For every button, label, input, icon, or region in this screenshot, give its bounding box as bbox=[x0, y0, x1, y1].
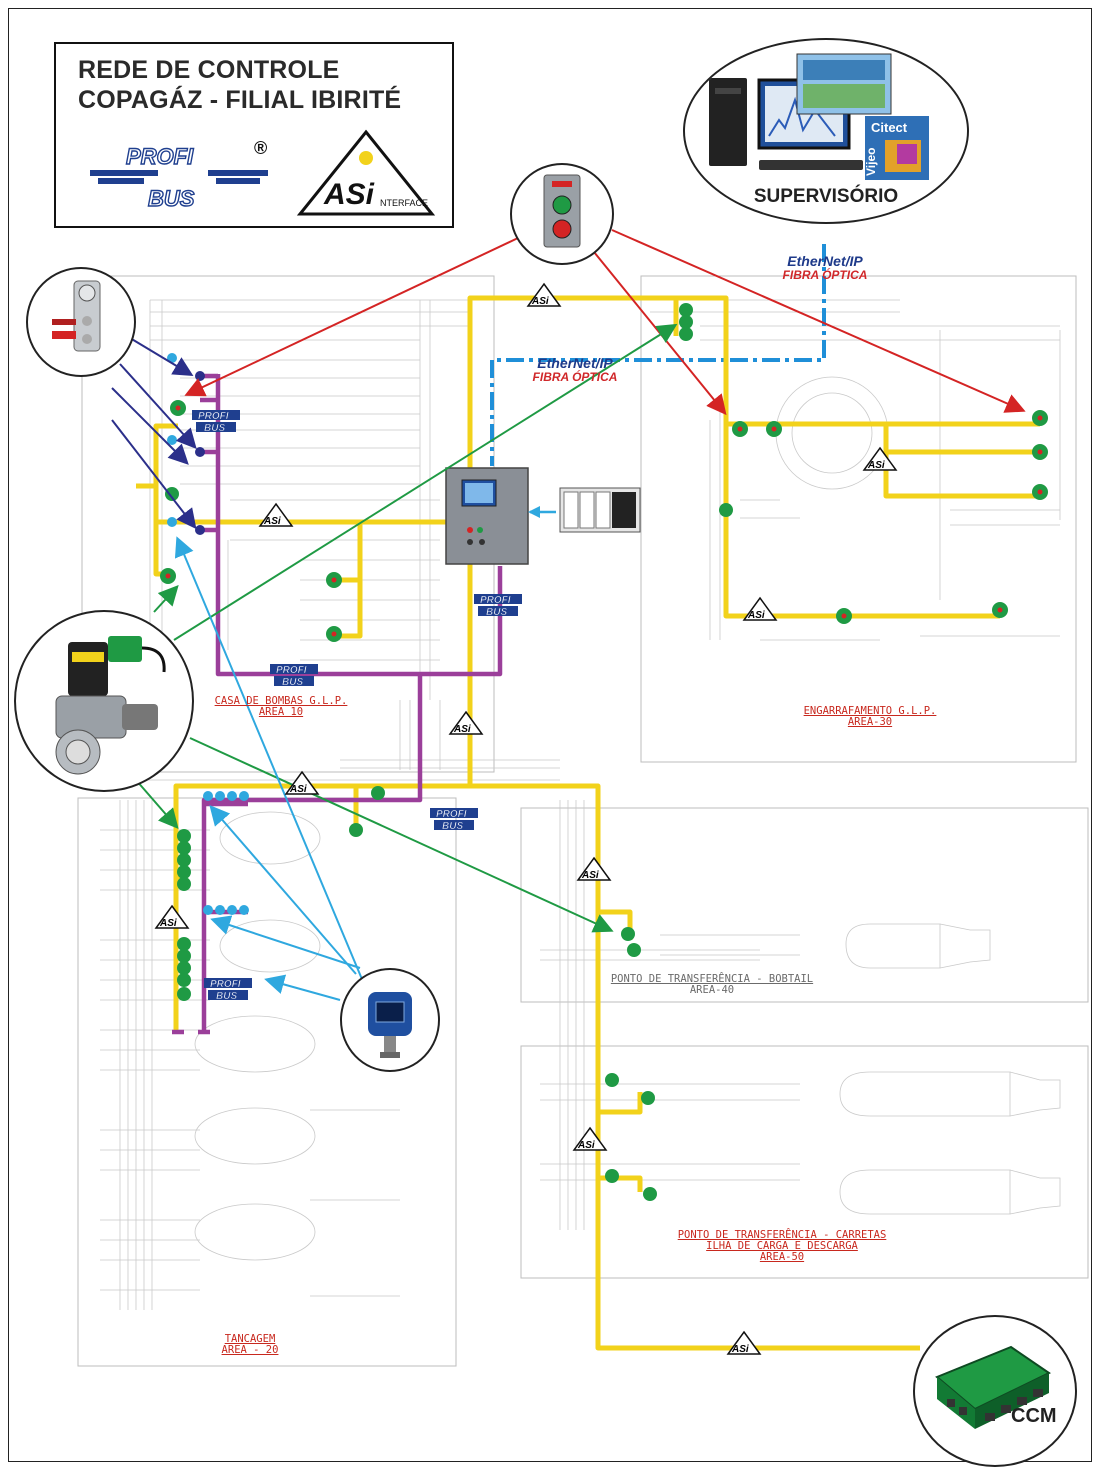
area-40-label: PONTO DE TRANSFERÊNCIA - BOBTAIL AREA-40 bbox=[604, 974, 820, 996]
asi-logo-interface: NTERFACE bbox=[380, 198, 428, 208]
ccm-circle: CCM bbox=[913, 1315, 1077, 1467]
profibus-field-devices bbox=[167, 353, 249, 915]
asi-logo: ASi NTERFACE bbox=[296, 128, 436, 218]
supervisorio-circle: Citect Vijeo SUPERVISÓRIO bbox=[683, 38, 969, 224]
area-10-line2: AREA 10 bbox=[206, 707, 356, 718]
profibus-logo: PROFI BUS ® bbox=[90, 136, 280, 216]
area-10-label: CASA DE BOMBAS G.L.P. AREA 10 bbox=[206, 696, 356, 718]
plc-link-arrowhead bbox=[528, 506, 540, 518]
citect-label: Citect bbox=[871, 120, 908, 135]
ethernet-label-top: EtherNet/IP FIBRA ÓPTICA bbox=[770, 254, 880, 282]
area-30-line2: AREA-30 bbox=[790, 717, 950, 728]
valve-positioner-circle bbox=[26, 267, 136, 377]
pressure-transmitter-circle bbox=[340, 968, 440, 1072]
area-borders bbox=[78, 276, 1088, 1366]
ccm-label: CCM bbox=[1011, 1405, 1057, 1428]
asi-field-devices bbox=[160, 303, 1048, 1201]
area-20-label: TANCAGEM AREA - 20 bbox=[190, 1334, 310, 1356]
profibus-top-text: PROFI bbox=[126, 144, 194, 169]
area-50-label: PONTO DE TRANSFERÊNCIA - CARRETAS ILHA D… bbox=[670, 1230, 894, 1263]
title-line-1: REDE DE CONTROLE bbox=[78, 56, 340, 85]
ethernet-label-mid-text: EtherNet/IP bbox=[520, 356, 630, 370]
actuated-valve-circle bbox=[14, 610, 194, 792]
fiber-label-top-text: FIBRA ÓPTICA bbox=[770, 268, 880, 282]
valve-positioner-icon bbox=[28, 269, 134, 375]
area-50-line3: AREA-50 bbox=[670, 1252, 894, 1263]
vijeo-label: Vijeo bbox=[864, 148, 878, 176]
ethernet-label-top-text: EtherNet/IP bbox=[770, 254, 880, 268]
title-box: REDE DE CONTROLE COPAGÁZ - FILIAL IBIRIT… bbox=[54, 42, 454, 228]
actuated-valve-icon bbox=[16, 612, 192, 790]
ethernet-label-mid: EtherNet/IP FIBRA ÓPTICA bbox=[520, 356, 630, 384]
area-20-border bbox=[78, 798, 456, 1366]
area-40-line2: AREA-40 bbox=[604, 985, 820, 996]
asi-logo-text: ASi bbox=[323, 178, 375, 211]
area-30-border bbox=[641, 276, 1076, 762]
area-20-line2: AREA - 20 bbox=[190, 1345, 310, 1356]
pushbutton-station-circle bbox=[510, 163, 614, 265]
asi-bus bbox=[136, 298, 1040, 1348]
pushbutton-arrows bbox=[188, 230, 1022, 412]
profibus-bottom-text: BUS bbox=[148, 186, 195, 211]
profibus-reg-mark: ® bbox=[254, 138, 267, 158]
supervisorio-label: SUPERVISÓRIO bbox=[685, 186, 967, 208]
area-30-label: ENGARRAFAMENTO G.L.P. AREA-30 bbox=[790, 706, 950, 728]
plc-panel bbox=[446, 468, 528, 564]
title-line-2: COPAGÁZ - FILIAL IBIRITÉ bbox=[78, 86, 401, 115]
ccm-module-icon bbox=[915, 1317, 1075, 1465]
fiber-label-mid-text: FIBRA ÓPTICA bbox=[520, 370, 630, 384]
pressure-transmitter-icon bbox=[342, 970, 438, 1070]
plc-rack-icon bbox=[560, 488, 640, 532]
pushbutton-station-icon bbox=[512, 165, 612, 263]
